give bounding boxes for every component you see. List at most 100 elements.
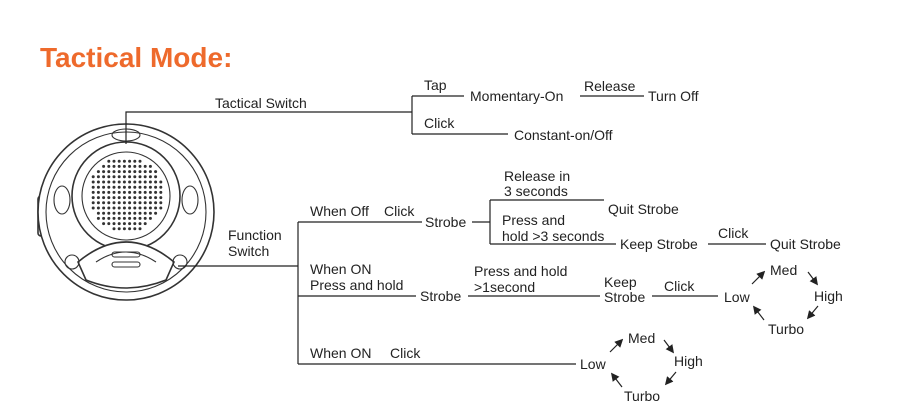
grille-dot [112, 206, 116, 210]
quit-strobe-label-2: Quit Strobe [770, 236, 841, 252]
grille-dot [117, 170, 121, 174]
grille-dot [107, 170, 111, 174]
turn-off-label: Turn Off [648, 88, 699, 104]
grille-dot [128, 227, 132, 231]
grille-dot [133, 164, 137, 168]
grille-dot [133, 185, 137, 189]
when-on-click-label: When ON [310, 345, 371, 361]
grille-dot [91, 206, 95, 210]
cycle-1-high: High [814, 288, 843, 304]
when-on-click-click-label: Click [390, 345, 421, 361]
grille-dot [128, 175, 132, 179]
grille-dot [117, 216, 121, 220]
grille-dot [159, 190, 163, 194]
grille-dot [102, 164, 106, 168]
grille-dot [133, 206, 137, 210]
cycle-1-turbo: Turbo [768, 321, 804, 337]
grille-dot [96, 170, 100, 174]
when-off-strobe-label: Strobe [425, 214, 466, 230]
grille-dot [159, 180, 163, 184]
grille-dot [102, 175, 106, 179]
grille-dot [107, 164, 111, 168]
grille-dot [107, 185, 111, 189]
grille-dot [107, 196, 111, 200]
tap-label: Tap [424, 77, 447, 93]
grille-dot [138, 216, 142, 220]
page-title: Tactical Mode: [40, 42, 233, 73]
grille-dot [122, 190, 126, 194]
grille-dot [143, 206, 147, 210]
grille-dot [122, 206, 126, 210]
grille-dot [107, 211, 111, 215]
grille-dot [133, 170, 137, 174]
grille-dot [133, 196, 137, 200]
grille-dot [122, 180, 126, 184]
grille-dot [148, 211, 152, 215]
switch-grille [91, 159, 163, 231]
grille-dot [138, 196, 142, 200]
grille-dot [102, 185, 106, 189]
grille-dot [148, 164, 152, 168]
grille-dot [91, 180, 95, 184]
grille-dot [148, 216, 152, 220]
function-switch-label-2: Switch [228, 243, 269, 259]
grille-dot [102, 170, 106, 174]
grille-dot [138, 222, 142, 226]
arrow-med-to-high-2-icon [663, 339, 675, 354]
grille-dot [112, 222, 116, 226]
grille-dot [143, 211, 147, 215]
grille-dot [102, 211, 106, 215]
grille-dot [138, 175, 142, 179]
grille-dot [112, 196, 116, 200]
quit-strobe-label-1: Quit Strobe [608, 201, 679, 217]
grille-dot [154, 206, 158, 210]
grille-dot [102, 216, 106, 220]
grille-dot [91, 190, 95, 194]
grille-dot [122, 201, 126, 205]
keep-strobe-label: Keep Strobe [620, 236, 698, 252]
grille-dot [107, 180, 111, 184]
press-hold-1s-label-2: >1second [474, 279, 535, 295]
grille-dot [96, 190, 100, 194]
grille-dot [133, 211, 137, 215]
grille-dot [122, 211, 126, 215]
grille-dot [143, 216, 147, 220]
press-hold-1s-label-1: Press and hold [474, 263, 567, 279]
grille-dot [107, 222, 111, 226]
when-on-hold-strobe-label: Strobe [420, 288, 461, 304]
function-switch-branch [178, 199, 766, 365]
grille-dot [138, 190, 142, 194]
grille-dot [117, 175, 121, 179]
grille-dot [143, 201, 147, 205]
grille-dot [133, 222, 137, 226]
grille-dot [96, 180, 100, 184]
momentary-on-label: Momentary-On [470, 88, 563, 104]
grille-dot [138, 185, 142, 189]
release-in-label-1: Release in [504, 168, 570, 184]
when-on-hold-label-2: Press and hold [310, 277, 403, 293]
grille-dot [107, 159, 111, 163]
keep-strobe-label-1: Keep [604, 274, 637, 290]
grille-dot [133, 190, 137, 194]
cycle-2-high: High [674, 353, 703, 369]
cycle-2-low: Low [580, 356, 607, 372]
grille-dot [117, 159, 121, 163]
grille-dot [91, 196, 95, 200]
grille-dot [133, 159, 137, 163]
grille-dot [96, 211, 100, 215]
cycle-2-turbo: Turbo [624, 388, 660, 404]
grille-dot [128, 196, 132, 200]
grille-dot [128, 216, 132, 220]
grille-dot [128, 201, 132, 205]
grille-dot [91, 201, 95, 205]
grille-dot [143, 190, 147, 194]
grille-dot [138, 180, 142, 184]
grille-dot [159, 185, 163, 189]
grille-dot [128, 170, 132, 174]
arrow-low-to-med-2-icon [609, 338, 624, 353]
grille-dot [112, 175, 116, 179]
grille-dot [148, 201, 152, 205]
grille-dot [128, 185, 132, 189]
constant-on-off-label: Constant-on/Off [514, 127, 613, 143]
